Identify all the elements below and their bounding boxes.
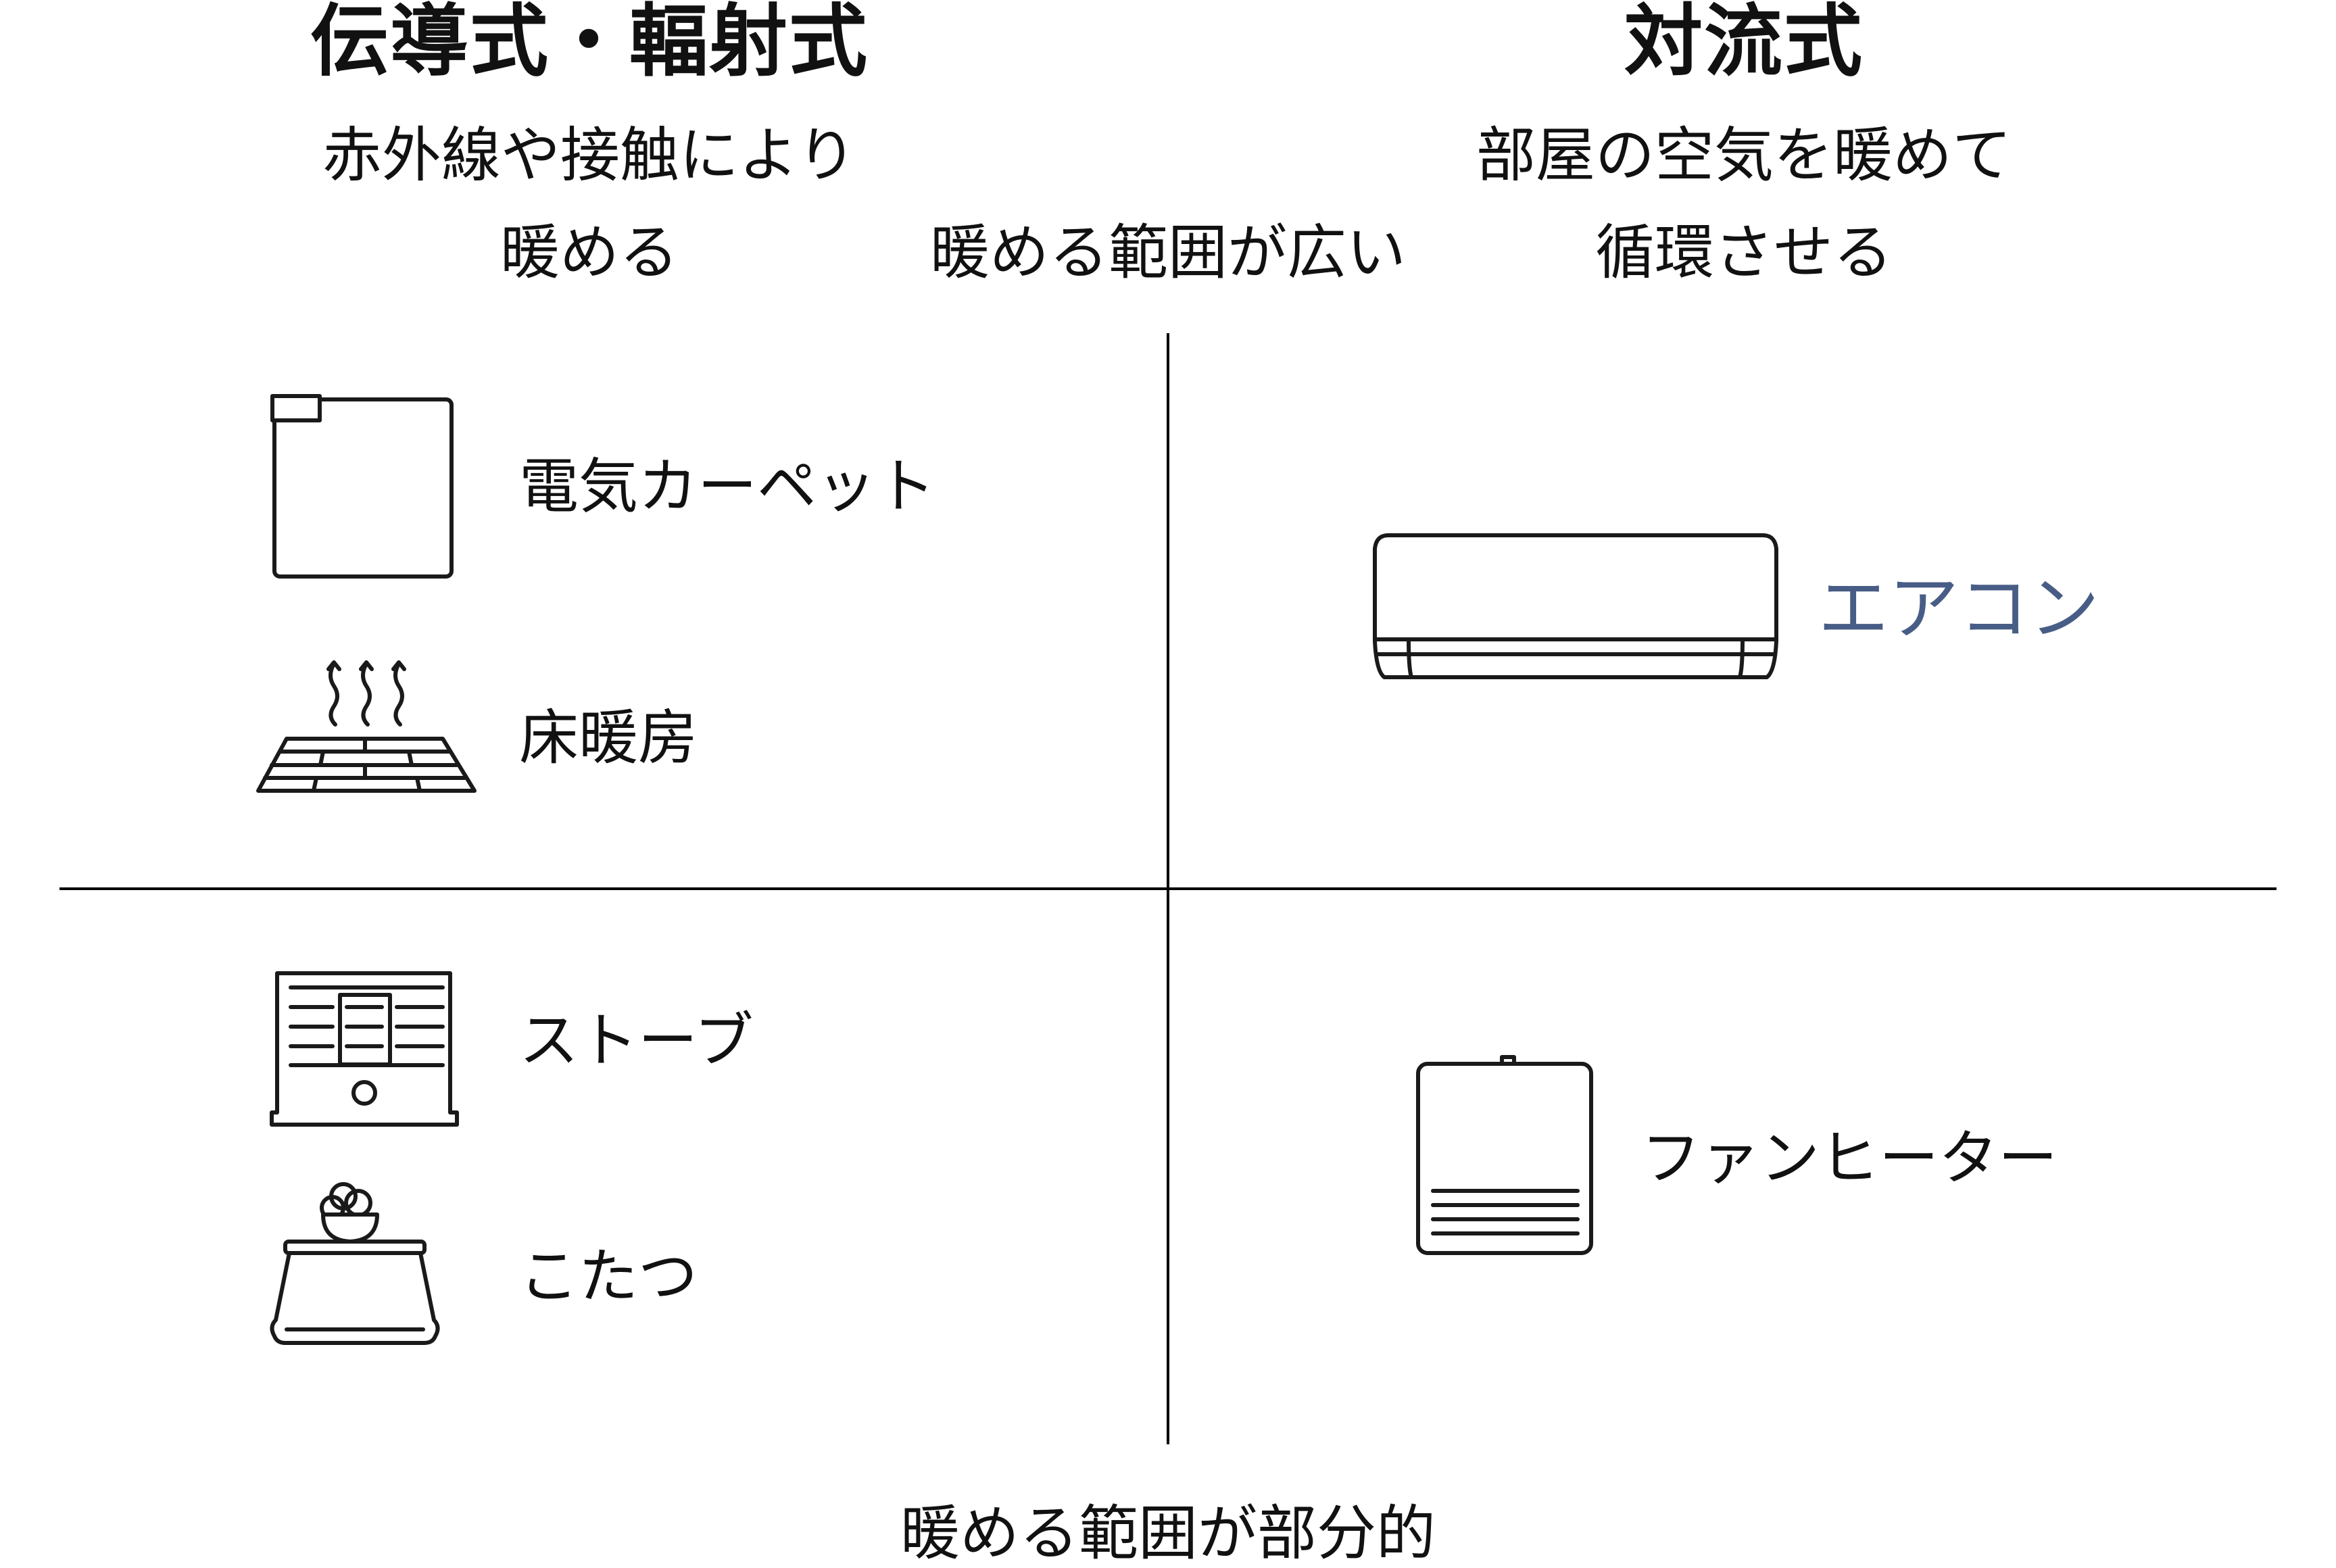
vertical-axis-line	[1167, 333, 1169, 1444]
floor-heating-icon	[256, 660, 477, 793]
electric-carpet-icon	[270, 394, 454, 579]
left-category-desc-line2: 暖める	[500, 218, 679, 287]
air-conditioner-label: エアコン	[1818, 567, 2100, 650]
stove-label: ストーブ	[519, 1006, 754, 1075]
right-category-title: 対流式	[1624, 0, 1864, 87]
axis-top-label: 暖める範囲が広い	[929, 218, 1406, 287]
right-category-desc-line1: 部屋の空気を暖めて	[1476, 120, 2012, 190]
floor-heating-label: 床暖房	[519, 703, 698, 773]
stove-icon	[270, 971, 459, 1127]
left-category-title: 伝導式・輻射式	[310, 0, 869, 87]
left-category-desc-line1: 赤外線や接触により	[322, 120, 857, 190]
electric-carpet-label: 電気カーペット	[519, 451, 936, 521]
fan-heater-label: ファンヒーター	[1641, 1123, 2058, 1193]
kotatsu-icon	[270, 1182, 440, 1345]
fan-heater-icon	[1416, 1055, 1593, 1255]
kotatsu-label: こたつ	[519, 1242, 698, 1311]
air-conditioner-icon	[1373, 533, 1778, 679]
axis-bottom-label: 暖める範囲が部分的	[900, 1498, 1436, 1568]
right-category-desc-line2: 循環させる	[1595, 218, 1893, 287]
